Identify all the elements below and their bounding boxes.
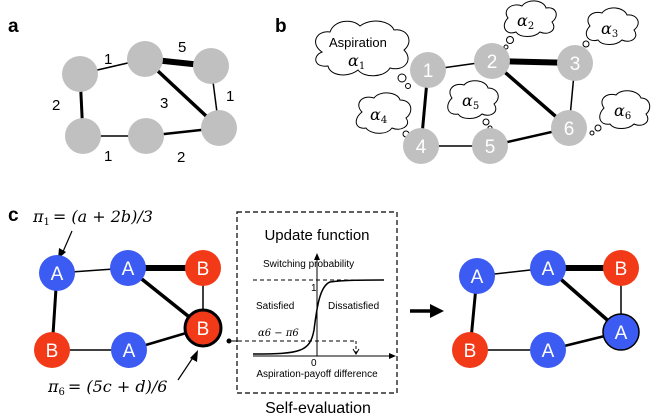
node-c1-4 — [34, 332, 70, 368]
node-c1-6-focal — [183, 308, 223, 348]
node-a-1 — [62, 56, 98, 92]
edge-weight-label: 3 — [160, 95, 168, 112]
node-c2-label: A — [542, 341, 555, 362]
update-function-title: Update function — [264, 227, 369, 244]
node-c2-5 — [530, 332, 566, 368]
alpha-3-label: α3 — [601, 19, 618, 40]
aspiration-label: Aspiration — [329, 35, 387, 50]
node-a-6 — [201, 110, 237, 146]
self-evaluation-label: Self-evaluation — [265, 400, 371, 417]
cloud-alpha-6 — [589, 90, 651, 136]
node-c1-label: B — [197, 259, 210, 280]
node-c1-label: B — [197, 319, 210, 340]
node-b-label: 2 — [487, 52, 498, 73]
node-b-label: 1 — [423, 61, 434, 82]
node-c2-label: A — [615, 323, 628, 344]
node-c1-3 — [185, 250, 221, 286]
transition-arrow-head — [430, 304, 444, 318]
alpha-4-label: α4 — [370, 105, 387, 126]
cloud-alpha-1 — [315, 20, 411, 89]
edge-weight-label: 2 — [177, 149, 185, 166]
tick-zero: 0 — [311, 358, 317, 369]
alpha-5-label: α5 — [462, 91, 479, 112]
node-c1-label: A — [51, 264, 64, 285]
dissatisfied-label: Dissatisfied — [328, 301, 379, 312]
node-c2-4 — [452, 332, 488, 368]
x-axis-arrowhead — [389, 353, 396, 359]
pi1-formula: π1= (a + 2b)/3 — [32, 207, 153, 228]
node-c2-3 — [603, 250, 639, 286]
self-evaluation-box — [236, 211, 398, 394]
node-b-1 — [410, 52, 446, 88]
node-b-4 — [403, 128, 439, 164]
node-c2-label: A — [542, 259, 555, 280]
panel-a-network: 1 5 2 3 1 1 2 — [52, 39, 237, 166]
node-b-label: 6 — [564, 119, 575, 140]
node-a-5 — [128, 118, 164, 154]
alpha-2-label: α2 — [517, 11, 534, 32]
node-c2-label: A — [471, 267, 484, 288]
edge-weight-label: 5 — [178, 39, 186, 56]
node-b-2 — [474, 43, 510, 79]
y-axis-label: Switching probability — [263, 259, 354, 270]
edge-weight-label: 1 — [104, 148, 112, 165]
edge-weight-label: 1 — [104, 51, 112, 68]
node-c2-6-focal — [602, 313, 640, 351]
diff-guide-arrowhead — [352, 348, 360, 355]
panel-label-b: b — [275, 16, 287, 37]
node-b-6 — [551, 110, 587, 146]
diff-label: α6 − π6 — [258, 328, 299, 339]
node-c1-label: A — [123, 341, 136, 362]
panel-label-c: c — [8, 205, 19, 226]
node-c1-1 — [39, 255, 75, 291]
node-c1-label: A — [122, 259, 135, 280]
node-c2-label: B — [464, 341, 477, 362]
pi1-arrow — [61, 230, 73, 255]
node-c2-1 — [459, 258, 495, 294]
alpha-6-label: α6 — [614, 101, 631, 122]
node-c2-2 — [530, 250, 566, 286]
cloud-alpha-2 — [503, 0, 557, 50]
node-b-5 — [472, 128, 508, 164]
panel-b-network: Aspiration α1 α2 α3 α4 α5 α6 1 2 3 4 5 6 — [315, 0, 651, 164]
panel-c-network-before: A A B B A B — [34, 250, 223, 368]
node-c1-2 — [110, 250, 146, 286]
node-c1-5 — [111, 332, 147, 368]
node-b-label: 3 — [570, 54, 581, 75]
sigmoid-curve — [252, 279, 385, 355]
node-b-3 — [557, 45, 593, 81]
pi6-arrow — [177, 355, 195, 381]
node-a-3 — [193, 48, 229, 84]
satisfied-label: Satisfied — [256, 301, 294, 312]
panel-label-a: a — [8, 16, 19, 37]
alpha-1-label: α1 — [348, 51, 365, 72]
panel-c-network-after: A A B B A A — [452, 250, 640, 368]
edge-weight-label: 2 — [52, 97, 60, 114]
node-b-label: 5 — [485, 137, 496, 158]
pi6-arrowhead — [190, 350, 198, 362]
edge-weight-label: 1 — [226, 88, 234, 105]
node-a-2 — [127, 41, 163, 77]
y-axis-arrowhead — [314, 253, 320, 260]
pi6-formula: π6= (5c + d)/6 — [47, 377, 167, 398]
node-a-4 — [65, 118, 101, 154]
node-c2-label: B — [615, 259, 628, 280]
node-c1-label: B — [46, 341, 59, 362]
node-b-label: 4 — [416, 137, 427, 158]
tick-one: 1 — [311, 283, 317, 294]
x-axis-label: Aspiration-payoff difference — [256, 369, 378, 380]
